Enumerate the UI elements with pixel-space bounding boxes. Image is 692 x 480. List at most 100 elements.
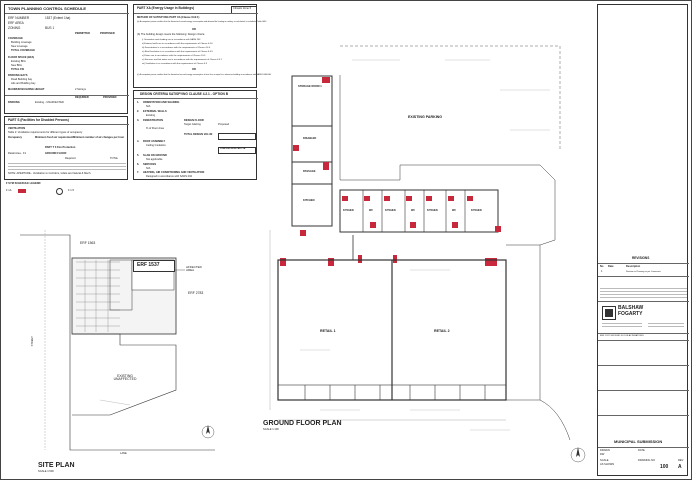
col-occupancy: Occupancy — [8, 136, 22, 139]
criteria-label: SERVICES — [143, 163, 157, 166]
or-label: OR — [192, 28, 196, 31]
floor-space-label: FLOOR SPACE (BFA) — [8, 56, 35, 59]
fenestration-row: % of Floor Area — [146, 127, 164, 130]
floor-row: Existing BFA — [11, 60, 26, 63]
wc-row-label: WC — [369, 209, 373, 212]
ventilation-note: Table 2: Ventilation requirements for di… — [8, 131, 83, 134]
site-hatch — [76, 260, 120, 332]
existing-parking-label: EXISTING PARKING — [408, 115, 443, 119]
rev-row-no: 1 — [601, 270, 603, 273]
part-xa-block: PART XA (Energy Usage in Buildings) Clim… — [133, 4, 271, 88]
date-label: DATE — [638, 449, 645, 452]
drawn-value: DW — [600, 453, 605, 456]
coverage-row: TOTAL COVERAGE — [11, 49, 35, 52]
north-arrow — [201, 425, 215, 439]
site-plan: ERF 1563 ERF 1537 AFFECTED AREA ERF 2783… — [0, 200, 260, 480]
affected-area-label: AFFECTED AREA — [186, 265, 202, 272]
fire-protection-title: PART T 3 Fire Protection — [45, 146, 76, 149]
criteria-label: ROOF ASSEMBLY — [143, 140, 166, 143]
parking-label: PARKING BAYS — [8, 74, 28, 77]
criteria-num: 3. — [137, 119, 140, 122]
criteria-num: 2. — [137, 110, 140, 113]
fire-legend-item: F 1A — [6, 189, 12, 192]
coverage-row: New coverage — [11, 45, 28, 48]
drawing-no-value: 100 — [660, 464, 669, 470]
criteria-num: 1. — [137, 101, 140, 104]
criteria-num: 4. — [137, 140, 140, 143]
floor-plan-drawing — [269, 45, 586, 463]
part-s-block: PART S (Facilities for Disabled Persons)… — [4, 116, 129, 180]
fire-legend-item: F 1.5 — [68, 189, 74, 192]
criteria-item: i) Orientation and shading are in accord… — [142, 39, 201, 41]
criteria-value: DESIGN FLOOR — [184, 119, 204, 122]
erf-number-label: ERF NUMBER — [8, 16, 30, 20]
fire-extinguisher-icon — [18, 189, 26, 193]
criteria-num: 7. — [137, 171, 140, 174]
fenestration-col: Proposed — [218, 123, 230, 126]
col-natural: Minimum number of air changes per hour — [73, 136, 125, 139]
floor-row: New BFA — [11, 64, 22, 67]
fenestration-total: TOTAL DESIGN VALUE — [184, 133, 213, 136]
disabled-wc-label: DISABLED — [303, 137, 317, 140]
architect-name: BALSHAW FOGARTY — [618, 305, 644, 317]
retail-row-label: Retail Area - F1 — [8, 152, 27, 155]
drawing-no-label: DRAWING NO — [638, 459, 656, 462]
criteria-item: vi) Services and hot water are in accord… — [142, 59, 223, 61]
plan-north-arrow — [570, 447, 586, 463]
col-permitted: PERMITTED — [75, 32, 90, 35]
retail-1-label: RETAIL 1 — [320, 329, 336, 333]
coverage-label: COVERAGE — [8, 37, 23, 40]
climatic-zone: Climatic Zone 6 — [233, 7, 252, 10]
fire-legend: F SYM SCHEDULE LEGEND F 1A F 1.5 — [4, 182, 128, 197]
criteria-value: Ceiling Insulation — [146, 144, 166, 147]
height-value: 2 Storeys — [75, 88, 86, 91]
passage-label: PASSAGE — [303, 170, 316, 173]
project-line: ERF 1537 GROUND FLOOR ALTERATIONS — [600, 335, 644, 337]
scale-label: SCALE — [600, 459, 609, 462]
town-planning-schedule: TOWN PLANNING CONTROL SCHEDULE ERF NUMBE… — [4, 4, 129, 114]
parking-row: Road Building bay — [11, 78, 33, 81]
wc-row-label: WC — [411, 209, 415, 212]
criteria-num: 6. — [137, 163, 140, 166]
height-label: MAXIMUM BUILDING HEIGHT — [8, 88, 45, 91]
criteria-value: N/A — [146, 105, 151, 108]
design-criteria-block: DESIGN CRITERIA SATISFYING CLAUSE 4.2.1 … — [133, 90, 258, 180]
part-xa-title: PART XA (Energy Usage in Buildings) — [137, 6, 195, 10]
site-plan-scale: SCALE 1:500 — [38, 470, 54, 473]
ventilation-label: VENTILATION — [8, 127, 26, 130]
summary-col: TOTAL — [110, 157, 119, 160]
drawn-label: DRAWN — [600, 449, 610, 452]
rev-row-desc: Revision to Planning as per Comments — [626, 271, 661, 273]
schedule-title: TOWN PLANNING CONTROL SCHEDULE — [8, 6, 87, 11]
criteria-value: Designed in accordance with SANS 204 — [146, 175, 192, 178]
bottom-row-label: PARKING — [8, 101, 20, 104]
col-minimum: Minimum fresh air requirement — [35, 136, 74, 139]
fenestration-col: Target Glazing — [184, 123, 201, 126]
criteria-num: 5. — [137, 154, 140, 157]
bottom-row-value: Existing - UNAFFECTED — [35, 101, 64, 104]
criteria-label: ORIENTATION AND SHADING — [143, 101, 180, 104]
retail-2-label: RETAIL 2 — [434, 329, 450, 333]
summary-col: Required — [65, 157, 76, 160]
criteria-label: HEATING, AIR CONDITIONING AND VENTILATIO… — [143, 171, 205, 174]
storage-room-label: STORAGE ROOM 1 — [298, 85, 322, 88]
criteria-item: v) Floors are in accordance with the req… — [142, 55, 206, 57]
part-s-title: PART S (Facilities for Disabled Persons) — [8, 118, 69, 122]
floor-plan-title: GROUND FLOOR PLAN — [263, 420, 342, 427]
fire-legend-title: F SYM SCHEDULE LEGEND — [6, 182, 41, 185]
erf-number-value: 1537 (Extent 1ha) — [45, 16, 71, 20]
criteria-value: N/A — [146, 167, 151, 170]
street-west-label: STREET — [30, 336, 34, 347]
criteria-label: SLAB ON GROUND — [143, 154, 167, 157]
erf-main-label: ERF 1537 — [137, 262, 160, 268]
wc-row-label: KITCHEN — [471, 209, 482, 212]
wc-row-label: KITCHEN — [385, 209, 396, 212]
parking-row: Ads and Building bay — [11, 82, 36, 85]
coverage-row: Building coverage — [11, 41, 32, 44]
title-block: REVISIONS No Date Description 1 Revision… — [597, 4, 689, 476]
floor-row: TOTAL FSI — [11, 68, 25, 71]
compliance-result: COMPLIES WITH PART XA — [220, 148, 246, 150]
criteria-item: vii) Ventilation is in accordance with t… — [142, 63, 207, 65]
revisions-title: REVISIONS — [632, 256, 650, 260]
rev-label: REV — [678, 459, 684, 462]
